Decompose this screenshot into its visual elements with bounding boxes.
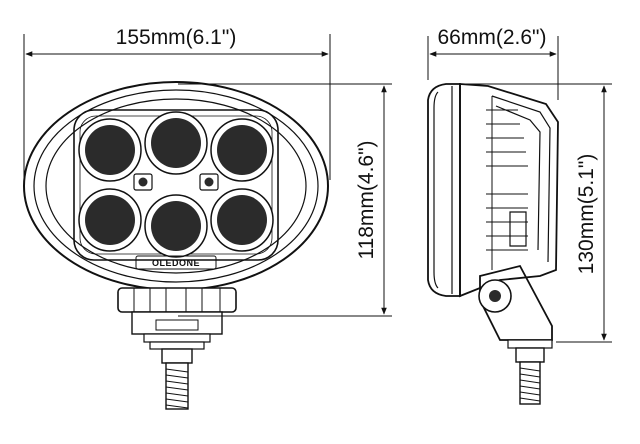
led-reflectors: [78, 111, 274, 258]
front-width-dimension: 155mm(6.1"): [23, 26, 331, 180]
side-swivel-bracket: [478, 264, 553, 363]
side-depth-dimension: 66mm(2.6"): [427, 26, 559, 100]
led-lens: [151, 201, 201, 251]
front-housing-inner: [33, 89, 319, 283]
front-view: OLEDONE: [23, 81, 329, 410]
side-view: [427, 83, 559, 405]
front-height-label: 118mm(4.6"): [355, 140, 378, 259]
front-bezel: [45, 98, 307, 274]
front-height-dimension: 118mm(4.6"): [178, 83, 392, 317]
side-bezel: [427, 83, 461, 297]
front-screws: [133, 173, 219, 191]
threaded-bolt-icon: [149, 341, 205, 410]
led-lens: [217, 195, 267, 245]
brand-logo: OLEDONE: [152, 258, 200, 268]
led-lens: [217, 125, 267, 175]
side-housing: [459, 83, 559, 298]
cooling-fins: [486, 95, 551, 270]
led-lens: [151, 118, 201, 168]
threaded-bolt-icon: [519, 361, 541, 405]
side-depth-label: 66mm(2.6"): [438, 26, 547, 49]
front-mount-bracket: [117, 287, 237, 343]
logo-plate: [135, 255, 217, 270]
side-height-label: 130mm(5.1"): [575, 154, 598, 275]
front-width-label: 155mm(6.1"): [116, 26, 237, 49]
led-lens: [85, 125, 135, 175]
lens-plate: [73, 109, 279, 261]
side-height-dimension: 130mm(5.1"): [448, 83, 612, 343]
led-lens: [85, 195, 135, 245]
